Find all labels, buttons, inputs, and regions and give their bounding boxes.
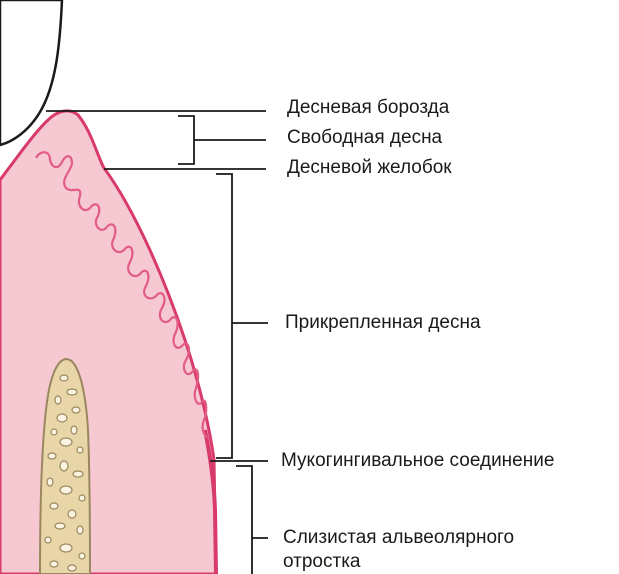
epithelial-rete-ridges xyxy=(35,151,210,438)
label-alveolar-mucosa-line2: отростка xyxy=(283,551,361,572)
bracket-attached-gingiva xyxy=(216,173,268,459)
label-alveolar-mucosa: Слизистая альвеолярного отростка xyxy=(283,526,514,574)
leader-lines xyxy=(46,110,268,574)
alveolar-mucosa-border xyxy=(203,429,218,574)
bracket-alveolar-mucosa xyxy=(236,465,268,574)
tooth-crown xyxy=(0,0,64,147)
label-gingival-sulcus: Десневая борозда xyxy=(287,97,450,118)
bracket-free-gingiva xyxy=(178,115,266,165)
label-alveolar-mucosa-line1: Слизистая альвеолярного xyxy=(283,527,515,548)
gingiva-tissue xyxy=(0,109,218,574)
label-gingival-groove: Десневой желобок xyxy=(287,157,452,178)
label-mucogingival-junction: Мукогингивальное соединение xyxy=(281,450,555,471)
label-free-gingiva: Свободная десна xyxy=(287,127,443,148)
bone-trabeculae xyxy=(44,374,86,572)
label-attached-gingiva: Прикрепленная десна xyxy=(285,312,481,333)
